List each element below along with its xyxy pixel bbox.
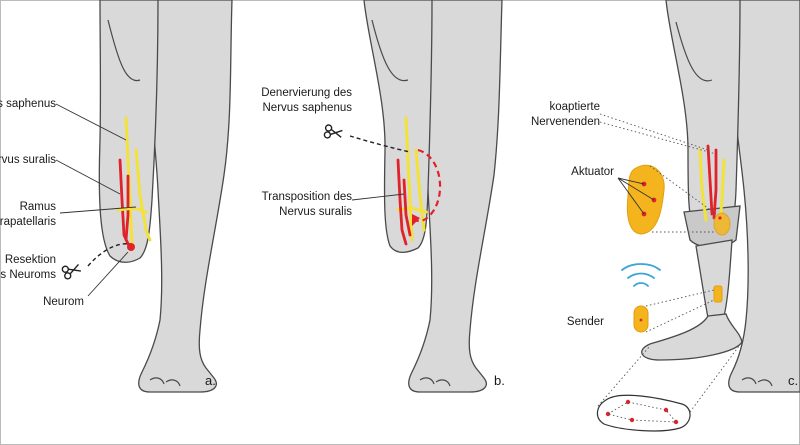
hip-crease-b	[371, 19, 409, 82]
saphenus-nerve-b	[404, 116, 414, 242]
panel-letter-c: c.	[788, 373, 798, 388]
leader-insole-left	[597, 345, 651, 407]
toes-c	[741, 377, 773, 387]
denervation-dashed-path	[349, 135, 411, 153]
sender-pad-prosthesis	[713, 285, 723, 303]
resection-dashed-path	[87, 243, 131, 267]
panel-letter-a: a.	[205, 373, 216, 388]
actuator-arrow-lines	[617, 177, 655, 215]
wireless-signal-icon	[621, 263, 661, 287]
leader-actuator-top	[649, 165, 717, 215]
label-ramus-line1: Ramus	[20, 201, 57, 213]
label-aktuator: Aktuator	[571, 166, 614, 178]
label-transp-line1: Transposition des	[262, 191, 353, 203]
suralis-nerve-b	[396, 158, 408, 246]
panel-b: Denervierung des Nervus saphenus Transpo…	[261, 0, 505, 393]
nerve-red-c1	[706, 144, 714, 216]
intact-leg-b	[408, 0, 503, 393]
suralis-branch-a	[124, 174, 130, 242]
ramus-branch-b	[396, 206, 428, 214]
panel-c: koaptierte Nervenenden Aktuator Sender c…	[531, 0, 800, 432]
label-resektion-line2: des Neuroms	[0, 269, 56, 281]
leader-saphenus-a	[55, 103, 127, 141]
prosthesis-foot	[641, 313, 743, 361]
label-saphenus-a: Nervus saphenus	[0, 98, 56, 110]
ramus-branch-a	[116, 206, 148, 214]
label-sender: Sender	[567, 316, 604, 328]
label-koapt-line2: Nervenenden	[531, 116, 600, 128]
actuator-point	[718, 216, 722, 220]
sender-dot	[639, 318, 643, 322]
hip-crease-c	[675, 21, 713, 82]
toes-a	[149, 377, 181, 387]
panel-letter-b: b.	[494, 373, 505, 388]
hip-crease-a	[107, 19, 141, 82]
leader-ramus-a	[59, 206, 137, 214]
label-suralis-a: Nervus suralis	[0, 154, 56, 166]
leader-koapt-2	[599, 121, 717, 155]
intact-leg-a	[138, 0, 233, 393]
scissors-icon	[61, 263, 81, 280]
transposition-arrowhead	[412, 214, 420, 226]
residual-limb-a	[98, 0, 159, 263]
label-resektion-line1: Resektion	[5, 254, 56, 266]
panel-a: Nervus saphenus Nervus suralis Ramus inf…	[0, 0, 233, 393]
leader-transposition	[351, 193, 405, 201]
label-koapt-line1: koaptierte	[549, 101, 600, 113]
suralis-branch-b	[402, 178, 412, 237]
actuator-pad-limb	[713, 212, 731, 236]
leader-suralis-a	[55, 159, 121, 195]
nerve-yellow-c	[698, 148, 708, 222]
residual-limb-b	[363, 0, 433, 253]
scissors-icon	[323, 124, 343, 139]
neuroma-dot	[127, 243, 135, 251]
leader-sender-bottom	[645, 299, 715, 333]
label-transp-line2: Nervus suralis	[279, 206, 352, 218]
leader-neurom-a	[87, 251, 129, 297]
saphenus-branch-b	[414, 148, 426, 232]
label-denerv-line2: Nervus saphenus	[263, 102, 353, 114]
label-denerv-line1: Denervierung des	[261, 87, 352, 99]
toes-b	[419, 377, 451, 387]
suralis-nerve-a	[118, 158, 132, 250]
insole-outline	[596, 394, 691, 432]
leader-koapt-1	[599, 113, 709, 151]
label-neurom: Neurom	[43, 296, 84, 308]
leader-insole-right	[689, 341, 743, 413]
nerve-red-c2	[712, 148, 718, 220]
transposition-dashed-arc	[413, 148, 442, 223]
label-ramus-line2: infrapatellaris	[0, 216, 56, 228]
